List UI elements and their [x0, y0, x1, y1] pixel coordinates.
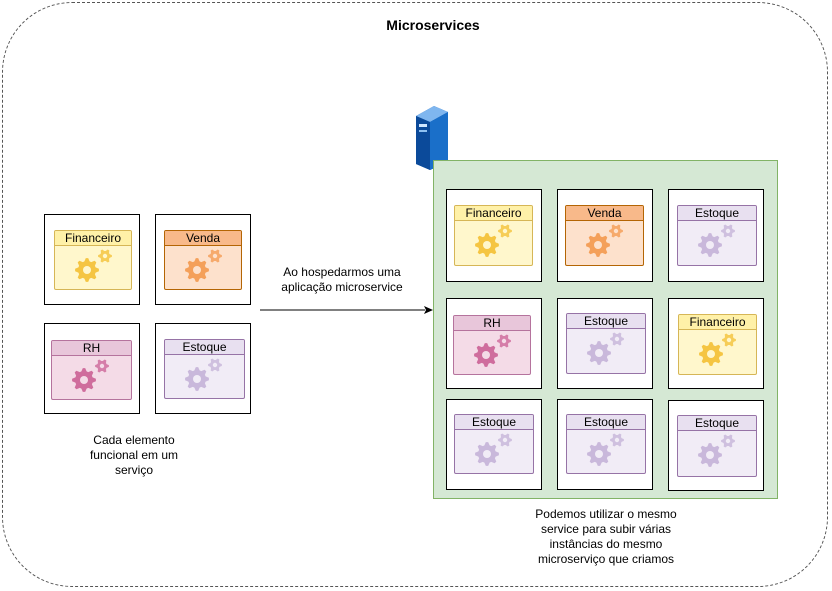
window-label: Financeiro — [455, 206, 532, 221]
gear-icon — [587, 332, 624, 365]
window-label: RH — [52, 341, 131, 356]
caption-line: Cada elemento — [93, 433, 175, 447]
window-label: Estoque — [567, 314, 645, 329]
caption-line: funcional em um — [89, 448, 179, 462]
caption-line: microserviço que criamos — [537, 552, 675, 566]
arrow-label-line: Ao hospedarmos uma — [283, 265, 401, 279]
tile-estoque: Estoque — [557, 399, 653, 490]
window-label: RH — [454, 316, 530, 331]
gear-icon — [586, 224, 623, 257]
gear-icon — [474, 334, 511, 367]
tile-rh: RH — [44, 323, 140, 414]
gear-icon — [72, 359, 109, 392]
window-label: Estoque — [678, 416, 756, 431]
tile-estoque: Estoque — [668, 189, 764, 282]
tile-estoque: Estoque — [446, 399, 542, 490]
window-label: Estoque — [455, 415, 533, 430]
caption-line: serviço — [114, 463, 153, 477]
tile-estoque: Estoque — [155, 323, 251, 414]
tile-financeiro: Financeiro — [668, 298, 764, 389]
tile-rh: RH — [446, 298, 542, 389]
gear-icon — [475, 433, 512, 466]
gear-icon — [185, 358, 222, 391]
window-rh: RH — [453, 315, 531, 375]
window-label: Estoque — [678, 206, 756, 221]
tile-venda: Venda — [557, 189, 653, 282]
diagram-title: Microservices — [386, 17, 480, 33]
gear-icon — [75, 249, 112, 282]
window-venda: Venda — [164, 230, 242, 290]
gear-icon — [587, 433, 624, 466]
arrow-label-line: aplicação microservice — [281, 280, 403, 294]
window-financeiro: Financeiro — [678, 314, 757, 375]
tile-venda: Venda — [155, 214, 251, 305]
caption-line: service para subir várias — [540, 522, 672, 536]
window-label: Estoque — [165, 340, 244, 355]
right-caption: Podemos utilizar o mesmo service para su… — [516, 507, 696, 567]
tile-financeiro: Financeiro — [446, 189, 542, 282]
gear-icon — [698, 434, 735, 467]
tile-estoque: Estoque — [668, 400, 764, 491]
caption-line: Podemos utilizar o mesmo — [535, 507, 677, 521]
gear-icon — [699, 333, 736, 366]
window-estoque: Estoque — [566, 414, 646, 474]
window-estoque: Estoque — [164, 339, 245, 399]
arrow-label: Ao hospedarmos uma aplicação microservic… — [262, 265, 422, 295]
window-label: Estoque — [567, 415, 645, 430]
window-estoque: Estoque — [454, 414, 534, 474]
left-caption: Cada elemento funcional em um serviço — [60, 433, 208, 478]
caption-line: instâncias do mesmo — [549, 537, 663, 551]
arrow — [260, 306, 433, 314]
window-financeiro: Financeiro — [54, 230, 132, 290]
window-estoque: Estoque — [677, 415, 757, 477]
server-icon — [416, 106, 448, 170]
gear-icon — [475, 224, 512, 257]
window-estoque: Estoque — [566, 313, 646, 374]
window-label: Venda — [566, 206, 643, 221]
gear-icon — [698, 224, 735, 257]
window-label: Venda — [165, 231, 241, 246]
gear-icon — [185, 249, 222, 282]
tile-estoque: Estoque — [557, 298, 653, 389]
window-rh: RH — [51, 340, 132, 400]
window-financeiro: Financeiro — [454, 205, 533, 266]
window-label: Financeiro — [55, 231, 131, 246]
window-venda: Venda — [565, 205, 644, 266]
window-estoque: Estoque — [677, 205, 757, 266]
window-label: Financeiro — [679, 315, 756, 330]
tile-financeiro: Financeiro — [44, 214, 140, 305]
